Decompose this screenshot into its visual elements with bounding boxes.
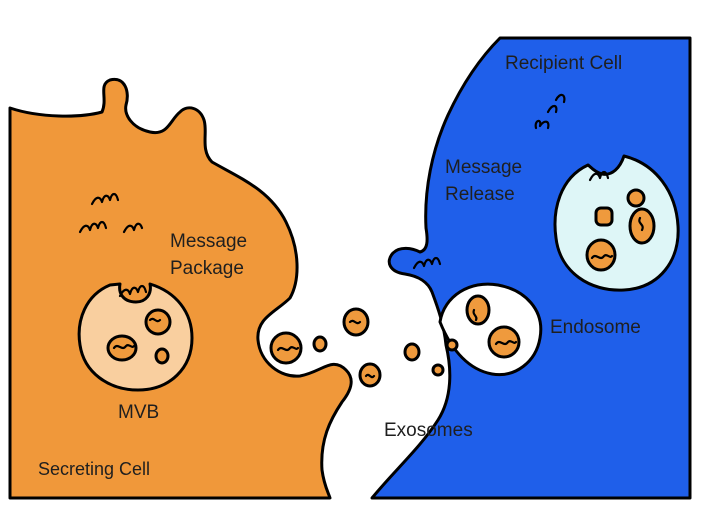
recipient-cell-label: Recipient Cell [505, 53, 622, 74]
secreting-cell [8, 77, 353, 500]
message-package-label-line2: Package [170, 258, 244, 279]
exosome-vesicles [269, 294, 521, 388]
endosome [553, 154, 680, 292]
message-release-label-line1: Message [445, 157, 522, 178]
mvb-label: MVB [118, 402, 159, 423]
exosomes-label: Exosomes [384, 420, 473, 441]
mvb-vesicles [106, 308, 172, 365]
endosome-label: Endosome [550, 317, 641, 338]
message-package-label-line1: Message [170, 231, 247, 252]
message-release-label-line2: Release [445, 184, 515, 205]
secreting-cell-label: Secreting Cell [38, 459, 150, 479]
recipient-cell [370, 36, 692, 500]
endosome-vesicles [585, 188, 656, 272]
message-strands [78, 93, 610, 298]
